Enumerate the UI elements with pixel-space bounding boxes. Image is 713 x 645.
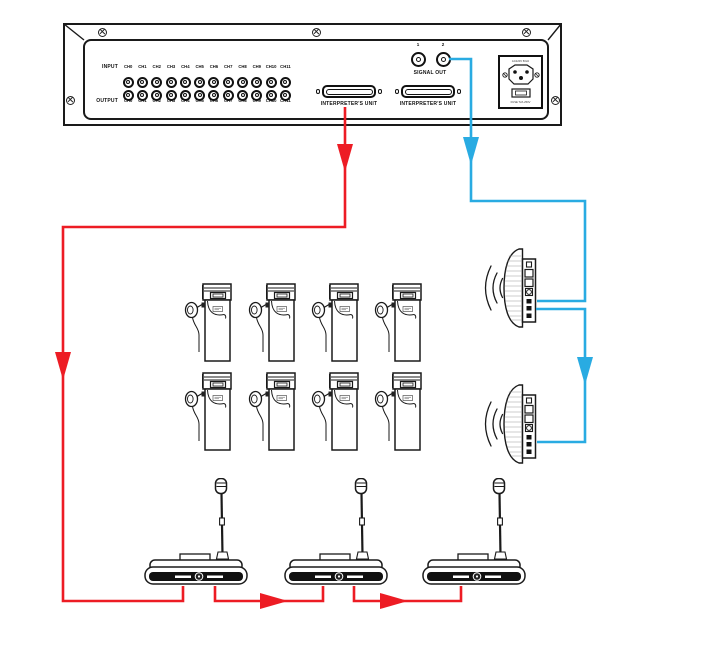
channel-label: CH8 — [238, 98, 247, 103]
rca-connector — [135, 89, 149, 102]
channel-label: CH3 — [166, 64, 176, 69]
channel-label: CH7 — [224, 98, 233, 103]
ir-receiver-with-earphone — [374, 283, 422, 363]
channel-label: CH4 — [181, 64, 190, 69]
ir-receiver-with-earphone — [374, 372, 422, 452]
screw-icon — [521, 27, 531, 37]
rca-connector — [264, 76, 278, 89]
bnc-1-number: 1 — [416, 42, 420, 47]
rca-connector — [250, 76, 264, 89]
channel-label: CH11 — [280, 98, 291, 103]
dsub-screw-hole — [394, 89, 399, 94]
channel-label: CH2 — [152, 98, 161, 103]
input-jack-row — [121, 76, 294, 89]
interpreter-port-2-label: INTERPRETER'S UNIT — [399, 101, 457, 107]
screw-icon — [97, 27, 107, 37]
rca-connector — [178, 89, 192, 102]
fuse-rating-text: FUSE T2A 250V — [510, 100, 531, 104]
rca-connector — [150, 76, 164, 89]
channel-label: CH0 — [123, 98, 133, 103]
conference-microphone-unit — [142, 478, 252, 592]
output-jack-row — [121, 89, 294, 102]
rca-connector — [278, 89, 292, 102]
channel-label: CH10 — [265, 98, 277, 103]
screw-icon — [65, 95, 75, 105]
ir-receiver-with-earphone — [248, 372, 296, 452]
rca-connector — [178, 76, 192, 89]
conference-microphone-unit — [420, 478, 530, 592]
channel-label: CH9 — [252, 64, 262, 69]
channel-label: CH6 — [209, 64, 219, 69]
channel-label: CH10 — [265, 64, 277, 69]
channel-label: CH1 — [138, 64, 147, 69]
signal-out-label: SIGNAL OUT — [413, 70, 447, 76]
rca-connector — [221, 76, 235, 89]
channel-label: CH1 — [138, 98, 147, 103]
rca-connector — [192, 76, 206, 89]
interpreter-port-2 — [401, 85, 455, 98]
channel-label: CH9 — [252, 98, 262, 103]
bnc-2-number: 2 — [441, 42, 445, 47]
screw-icon — [311, 27, 321, 37]
conference-microphone-unit — [282, 478, 392, 592]
dsub-screw-hole — [456, 89, 461, 94]
channel-label: CH3 — [166, 98, 176, 103]
rca-connector — [164, 89, 178, 102]
rca-connector — [121, 76, 135, 89]
channel-label: CH8 — [238, 64, 247, 69]
bnc-connector-1 — [410, 51, 426, 67]
rca-connector — [135, 76, 149, 89]
rca-connector — [235, 89, 249, 102]
dsub-screw-hole — [377, 89, 382, 94]
rca-connector — [121, 89, 135, 102]
channel-label: CH0 — [123, 64, 133, 69]
iec-socket-icon — [501, 64, 540, 98]
ir-receiver-with-earphone — [184, 283, 232, 363]
rca-connector — [278, 76, 292, 89]
interpreter-port-1-label: INTERPRETER'S UNIT — [320, 101, 378, 107]
channel-label: CH5 — [195, 64, 204, 69]
power-rating-text: AC220V 50Hz — [511, 58, 530, 63]
bnc-connector-2 — [435, 51, 451, 67]
input-label: INPUT — [102, 64, 118, 70]
ir-receiver-with-earphone — [311, 372, 359, 452]
interpreter-port-1 — [322, 85, 376, 98]
channel-label: CH6 — [209, 98, 219, 103]
screw-icon — [550, 95, 560, 105]
ir-receiver-with-earphone — [248, 283, 296, 363]
rca-connector — [150, 89, 164, 102]
rca-connector — [235, 76, 249, 89]
ir-receiver-with-earphone — [311, 283, 359, 363]
dsub-screw-hole — [315, 89, 320, 94]
channel-label: CH2 — [152, 64, 161, 69]
ir-radiator-panel — [478, 384, 542, 464]
channel-label: CH4 — [181, 98, 190, 103]
channel-label: CH5 — [195, 98, 204, 103]
rca-connector — [164, 76, 178, 89]
output-label: OUTPUT — [96, 98, 118, 104]
rca-connector — [250, 89, 264, 102]
rca-connector — [192, 89, 206, 102]
rca-connector — [264, 89, 278, 102]
channel-label: CH11 — [280, 64, 291, 69]
channel-label: CH7 — [224, 64, 233, 69]
rca-connector — [207, 89, 221, 102]
rca-connector — [221, 89, 235, 102]
rca-connector — [207, 76, 221, 89]
ir-radiator-panel — [478, 248, 542, 328]
ir-receiver-with-earphone — [184, 372, 232, 452]
